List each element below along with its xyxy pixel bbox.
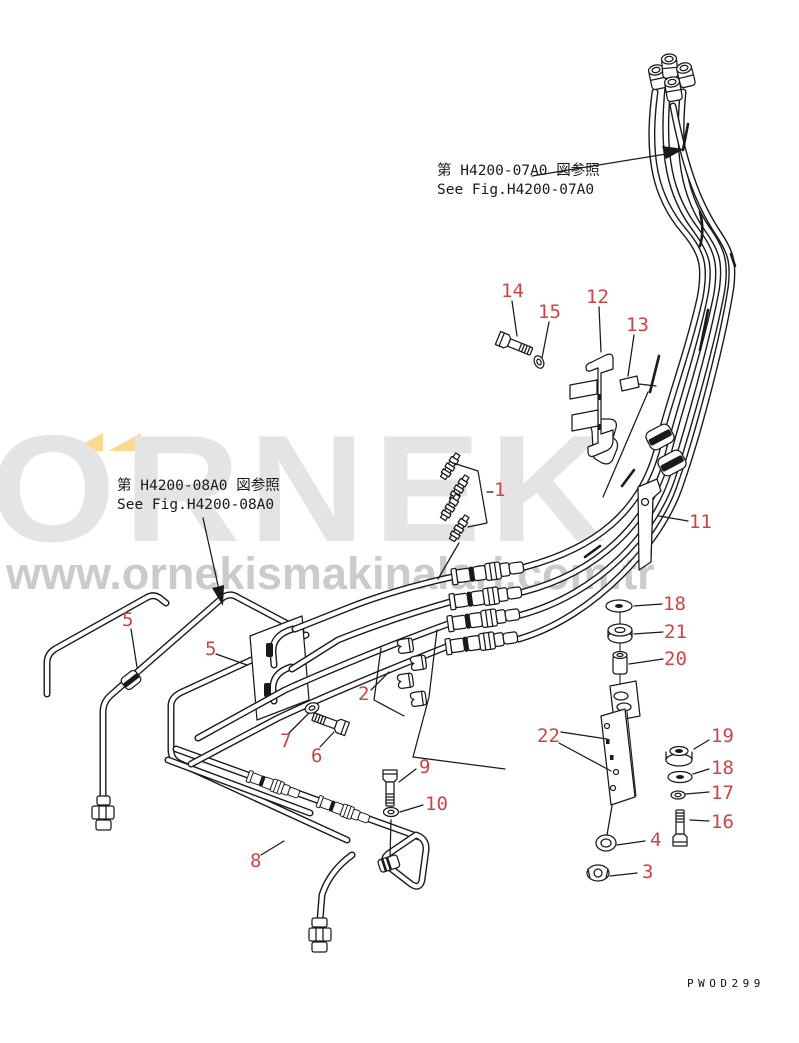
fig-reference-07a0: 第 H4200-07A0 図参照 See Fig.H4200-07A0 [437,162,600,200]
left-pipe-assembly [43,591,351,844]
spacer-20 [612,650,628,675]
mount-19 [665,745,693,767]
callout-8: 8 [250,850,262,872]
nut-3 [586,864,610,882]
leader-lines [130,146,710,877]
connector-fittings-1 [438,451,472,544]
callout-1: 1 [494,479,506,501]
fig-reference-08a0-en: See Fig.H4200-08A0 [117,497,275,513]
callout-2: 2 [358,683,370,705]
steel-tubes [187,573,456,768]
fig-reference-08a0: 第 H4200-08A0 図参照 See Fig.H4200-08A0 [117,477,280,515]
callout-10: 10 [425,793,448,815]
callout-6: 6 [311,745,323,767]
callout-9: 9 [419,756,431,778]
washer-17 [670,790,686,800]
fig-reference-08a0-jp: 第 H4200-08A0 図参照 [117,478,280,494]
callout-13: 13 [626,314,649,336]
elbow-plate [249,615,310,721]
arrow-to-fig-07a0 [662,146,684,159]
bolt-16 [672,809,688,847]
callout-22: 22 [537,725,560,747]
callout-15: 15 [538,301,561,323]
callout-12: 12 [586,286,609,308]
washer-18b [667,770,693,784]
callout-4: 4 [650,829,662,851]
block-13 [619,375,640,392]
callout-5b: 5 [205,638,217,660]
washer-4 [595,834,617,852]
hose-bundle [515,52,737,643]
callout-7: 7 [280,730,292,752]
callout-17: 17 [711,782,734,804]
bracket-plate-11 [637,478,662,571]
watermark-brand: ORNEK [0,404,615,574]
washer-21 [607,623,633,644]
bottom-tube-assembly [164,745,430,953]
drawing-number: PWOD299 [687,977,765,990]
bolt-14 [494,330,535,359]
hardware-mid [304,702,400,818]
clamp-bracket-12 [494,330,640,458]
fig-reference-07a0-en: See Fig.H4200-07A0 [437,182,595,198]
saddle-clamps-2 [396,637,428,708]
callout-14: 14 [501,280,524,302]
callout-18: 18 [663,593,686,615]
mount-plate-22 [586,680,693,882]
callout-16: 16 [711,811,734,833]
washer-spacer-stack [605,599,633,685]
callout-11: 11 [689,511,712,533]
arrow-to-fig-08a0 [212,585,224,606]
callout-21: 21 [664,621,687,643]
fig-reference-07a0-jp: 第 H4200-07A0 図参照 [437,163,600,179]
callout-19: 19 [711,725,734,747]
callout-20: 20 [664,648,687,670]
washer-15 [533,355,545,369]
callout-5a: 5 [122,609,134,631]
callout-3: 3 [642,861,654,883]
tube-couplers [444,557,526,657]
callout-18b: 18 [711,757,734,779]
watermark-url: www.ornekismakinalari.com.tr [6,548,655,599]
